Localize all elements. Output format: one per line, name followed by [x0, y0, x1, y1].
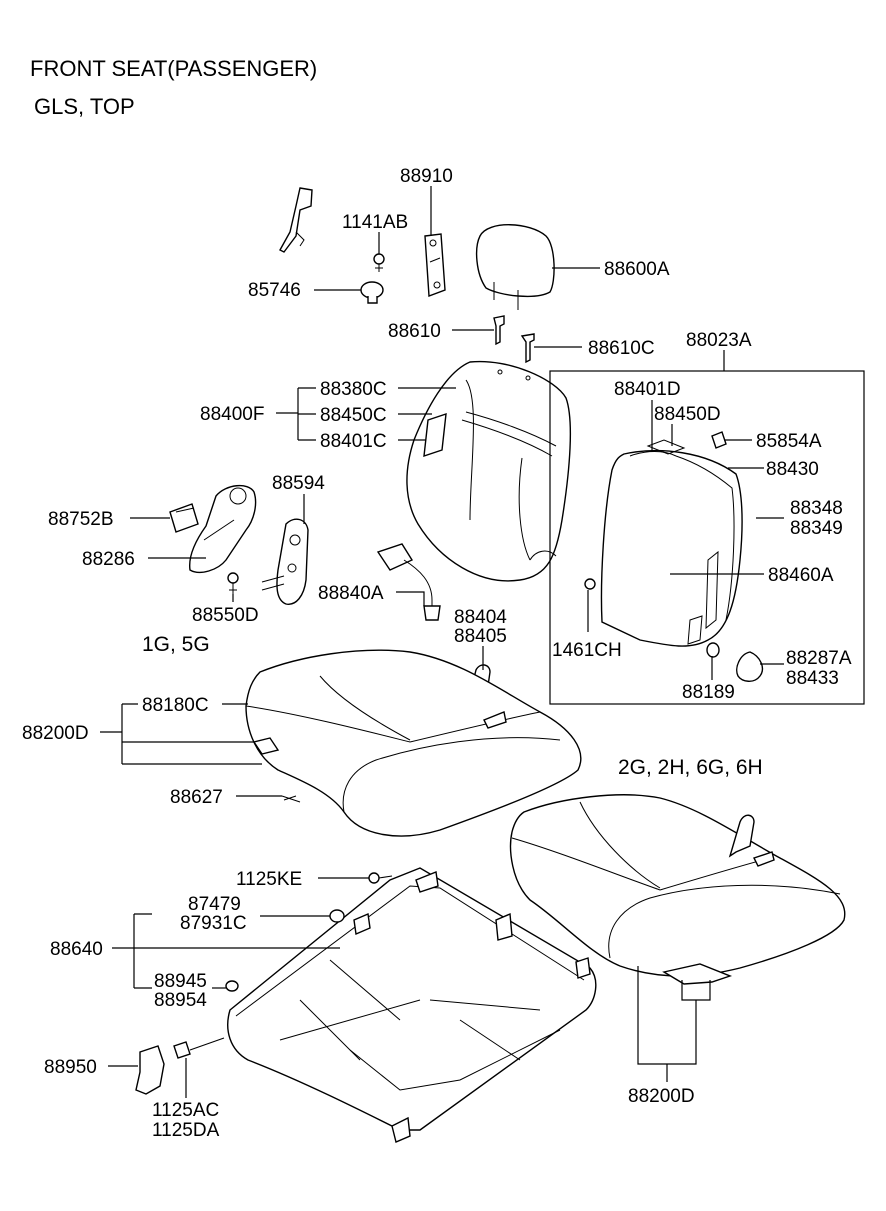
label-88752b: 88752B [48, 509, 114, 530]
label-1125da: 1125DA [152, 1120, 220, 1141]
label-88433: 88433 [786, 668, 839, 689]
label-88404: 88404 [454, 607, 507, 628]
headrest-guides-drawing [493, 315, 535, 364]
leader-lines [100, 186, 784, 1098]
bolt-1125ke-drawing [368, 872, 393, 884]
headrest-drawing [475, 224, 555, 310]
label-88610c: 88610C [588, 338, 655, 359]
group-label-1g-5g: 1G, 5G [142, 633, 210, 656]
bolt-88550d-drawing [227, 572, 239, 594]
label-88200d-lower: 88200D [628, 1086, 695, 1107]
belt-guide-drawing [279, 187, 313, 253]
label-88627: 88627 [170, 787, 223, 808]
label-87931c: 87931C [180, 913, 247, 934]
label-88405: 88405 [454, 626, 507, 647]
label-88023a: 88023A [686, 330, 752, 351]
plug-87479-drawing [329, 909, 345, 923]
label-88450d: 88450D [654, 404, 721, 425]
label-88349: 88349 [790, 518, 843, 539]
label-88180c: 88180C [142, 695, 209, 716]
seat-back-drawing [406, 360, 572, 582]
label-88550d: 88550D [192, 605, 259, 626]
label-1125ac: 1125AC [152, 1100, 219, 1121]
screw-1141ab-drawing [373, 253, 385, 272]
label-88910: 88910 [400, 166, 453, 187]
label-88450c: 88450C [320, 405, 387, 426]
group-label-2g-2h-6g-6h: 2G, 2H, 6G, 6H [618, 756, 763, 779]
label-88594: 88594 [272, 473, 325, 494]
label-88401c: 88401C [320, 431, 387, 452]
cap-85746-drawing [360, 281, 384, 304]
label-88400f: 88400F [200, 404, 264, 425]
label-88287a: 88287A [786, 648, 852, 669]
seat-frame-drawing [227, 867, 597, 1143]
label-88640: 88640 [50, 939, 103, 960]
diagram-subtitle: GLS, TOP [34, 94, 135, 119]
label-88460a: 88460A [768, 565, 834, 586]
bracket-88910-drawing [424, 233, 446, 297]
label-88401d: 88401D [614, 379, 681, 400]
seat-back-rear-drawing [584, 431, 764, 682]
cover-88752b-drawing [169, 503, 199, 533]
label-88189: 88189 [682, 682, 735, 703]
screw-88627-drawing [281, 795, 301, 803]
label-88380c: 88380C [320, 379, 387, 400]
label-88348: 88348 [790, 498, 843, 519]
buckle-88840a-drawing [376, 543, 441, 621]
label-88430: 88430 [766, 459, 819, 480]
label-88950: 88950 [44, 1057, 97, 1078]
cover-88950-drawing [135, 1045, 165, 1095]
label-88954: 88954 [154, 990, 207, 1011]
label-85746: 85746 [248, 280, 301, 301]
label-88945: 88945 [154, 971, 207, 992]
label-88610: 88610 [388, 321, 441, 342]
label-88286: 88286 [82, 549, 135, 570]
seat-cushion-2g-drawing [509, 794, 846, 985]
label-85854a: 85854A [756, 431, 822, 452]
diagram-title: FRONT SEAT(PASSENGER) [30, 56, 318, 81]
label-88600a: 88600A [604, 259, 670, 280]
label-88840a: 88840A [318, 583, 384, 604]
bolt-1125ac-drawing [173, 1037, 225, 1059]
label-1461ch: 1461CH [552, 640, 622, 661]
label-87479: 87479 [188, 894, 241, 915]
seat-cushion-1g-drawing [245, 649, 582, 837]
shield-88286-drawing [189, 485, 257, 574]
label-1125ke: 1125KE [236, 869, 302, 890]
plug-88945-drawing [225, 980, 239, 992]
label-1141ab: 1141AB [342, 212, 408, 233]
label-88200d: 88200D [22, 723, 89, 744]
recliner-88594-drawing [261, 518, 309, 605]
assembly-88023a-box [549, 370, 865, 705]
